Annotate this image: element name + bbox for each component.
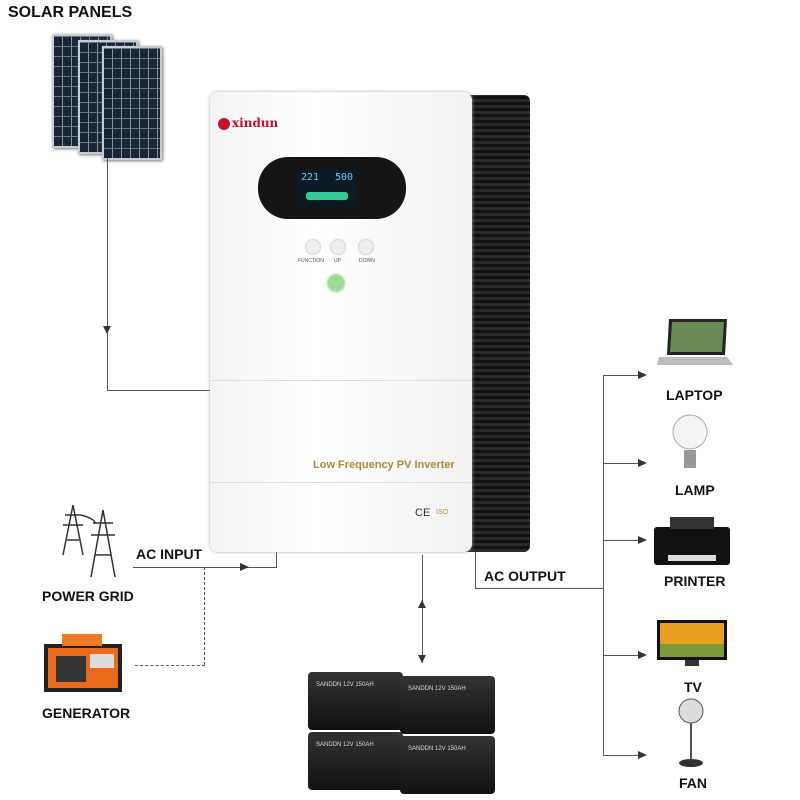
lamp-icon	[672, 414, 708, 468]
lcd-screen: 221 500	[298, 170, 356, 206]
ac-input-line	[276, 548, 277, 568]
arrow-down-icon	[103, 326, 111, 334]
pv-line	[107, 158, 108, 390]
arrow-right-icon	[638, 651, 647, 659]
up-button[interactable]	[331, 240, 345, 254]
solar-panel-image	[102, 46, 162, 160]
ac-output-label: AC OUTPUT	[484, 568, 566, 584]
printer-icon	[654, 517, 730, 565]
arrow-right-icon	[638, 751, 647, 759]
fan-label: FAN	[679, 775, 707, 791]
generator-icon	[44, 634, 122, 692]
down-button[interactable]	[359, 240, 373, 254]
battery: SANDDN 12V 150AH	[400, 736, 495, 794]
tv-label: TV	[684, 679, 702, 695]
divider	[210, 482, 472, 483]
ac-output-line	[475, 552, 476, 588]
model-label: Low Frequency PV Inverter	[313, 459, 455, 471]
arrow-right-icon	[638, 536, 647, 544]
display-right-value: 500	[334, 172, 353, 183]
iso-mark: ISO	[436, 509, 449, 516]
printer-label: PRINTER	[664, 573, 726, 589]
function-label: FUNCTION	[298, 258, 324, 264]
battery: SANDDN 12V 150AH	[308, 672, 403, 730]
ac-output-branch	[603, 463, 639, 464]
laptop-label: LAPTOP	[666, 387, 723, 403]
ac-output-line	[475, 588, 603, 589]
lcd-icons	[306, 192, 348, 200]
ac-output-bus	[603, 375, 604, 755]
arrow-right-icon	[240, 563, 249, 571]
fan-icon	[678, 698, 704, 767]
power-tower-icon	[62, 504, 116, 578]
power-grid-label: POWER GRID	[42, 588, 134, 604]
generator-line	[135, 665, 205, 666]
battery: SANDDN 12V 150AH	[400, 676, 495, 734]
tv-icon	[657, 620, 727, 666]
battery-line	[422, 555, 423, 663]
divider	[210, 380, 472, 381]
pv-line	[107, 390, 213, 391]
arrow-right-icon	[638, 459, 647, 467]
battery: SANDDN 12V 150AH	[308, 732, 403, 790]
ac-output-branch	[603, 655, 639, 656]
ce-mark: CE	[415, 507, 431, 519]
brand-name: xindun	[232, 116, 279, 130]
generator-line	[204, 567, 205, 665]
display-panel: 221 500	[258, 157, 406, 219]
ac-output-branch	[603, 375, 639, 376]
lamp-label: LAMP	[675, 482, 715, 498]
brand-logo-icon	[218, 118, 230, 130]
power-button[interactable]	[328, 275, 344, 291]
ac-input-label: AC INPUT	[136, 546, 203, 562]
generator-label: GENERATOR	[42, 705, 131, 721]
down-label: DOWN	[359, 258, 375, 264]
laptop-icon	[657, 319, 733, 365]
function-button[interactable]	[306, 240, 320, 254]
arrow-down-icon	[418, 655, 426, 663]
ac-output-branch	[603, 540, 639, 541]
arrow-right-icon	[638, 371, 647, 379]
inverter-heatsink	[465, 95, 530, 552]
ac-output-branch	[603, 755, 639, 756]
solar-panels-label: SOLAR PANELS	[8, 4, 133, 21]
arrow-up-icon	[418, 600, 426, 608]
display-left-value: 221	[301, 172, 320, 183]
inverter: xindun 221 500 FUNCTION UP DOWN Low Freq…	[210, 92, 472, 552]
up-label: UP	[334, 258, 341, 264]
